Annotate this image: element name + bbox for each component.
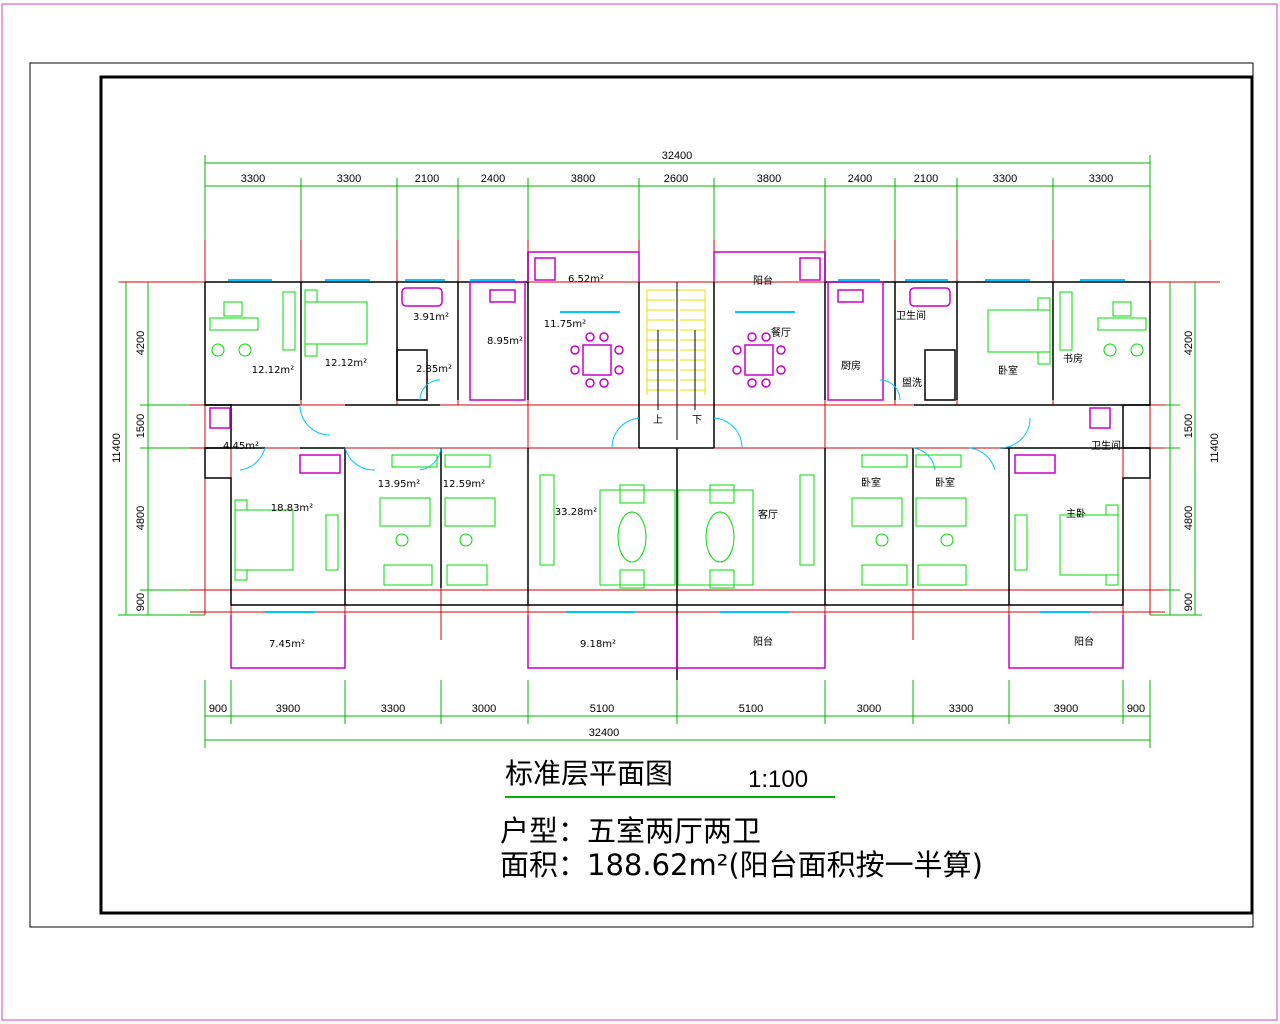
dim-bottom-segment: 3300 [949, 703, 973, 715]
stair-arrows [657, 282, 696, 440]
door-swings [239, 379, 1031, 471]
room-label: 下 [692, 415, 702, 426]
dim-bottom-segment: 3900 [276, 703, 300, 715]
room-label: 12.12m² [325, 358, 367, 369]
dim-bottom-segment: 3300 [381, 703, 405, 715]
dim-right-segment: 4200 [1183, 331, 1195, 355]
windows [228, 279, 1125, 613]
dim-left-segment: 4200 [135, 331, 147, 355]
dimension-lines [125, 162, 1196, 741]
dim-right-total: 11400 [1209, 433, 1221, 463]
room-label: 4.45m² [223, 441, 259, 452]
dim-top-total: 32400 [662, 150, 693, 162]
room-label: 2.85m² [416, 364, 452, 375]
unit-type: 户型：五室两厅两卫 [500, 814, 762, 848]
dim-top-segment: 2400 [848, 173, 872, 185]
sheet-border [1, 3, 1278, 1021]
room-label: 阳台 [753, 635, 773, 648]
dim-left-segment: 900 [135, 593, 147, 611]
room-label: 3.91m² [413, 312, 449, 323]
dim-bottom-segment: 5100 [590, 703, 614, 715]
dim-bottom-segment: 900 [209, 703, 227, 715]
dim-top-segment: 3300 [337, 173, 361, 185]
dim-top-segment: 3800 [571, 173, 595, 185]
room-label: 卫生间 [896, 309, 926, 322]
dim-bottom-segment: 3000 [472, 703, 496, 715]
room-label: 客厅 [758, 508, 778, 521]
room-label: 卫生间 [1091, 439, 1121, 452]
room-label: 盥洗 [902, 377, 922, 389]
room-label: 主卧 [1066, 507, 1086, 520]
dim-bottom-segment: 900 [1127, 703, 1145, 715]
balconies [230, 251, 1124, 669]
dim-bottom-segment: 5100 [739, 703, 763, 715]
room-label: 6.52m² [568, 274, 604, 285]
dim-left-total: 11400 [111, 433, 123, 463]
room-label: 餐厅 [771, 326, 791, 339]
dim-top-segment: 3300 [993, 173, 1017, 185]
room-label: 卧室 [935, 476, 955, 489]
dim-top-segment: 2600 [664, 173, 688, 185]
room-label: 12.12m² [252, 365, 294, 376]
dim-left-segment: 4800 [135, 506, 147, 530]
dimension-ticks-bottom [204, 680, 1151, 748]
room-labels: 12.12m² 12.12m² 3.91m² 2.85m² 8.95m² 6.52m² 11… [223, 274, 1121, 650]
room-label: 18.83m² [271, 503, 313, 514]
dim-top-segment: 2400 [481, 173, 505, 185]
room-label: 12.59m² [443, 479, 485, 490]
drawing-title: 标准层平面图 [505, 757, 674, 790]
room-label: 上 [653, 414, 663, 426]
room-label: 卧室 [998, 364, 1018, 377]
furniture [209, 289, 1147, 589]
dim-top-segment: 2100 [914, 173, 938, 185]
floor-area: 面积：188.62m²(阳台面积按一半算) [500, 848, 983, 882]
dim-right-segment: 4800 [1183, 506, 1195, 530]
room-label: 8.95m² [487, 336, 523, 347]
room-label: 阳台 [753, 274, 773, 287]
room-label: 13.95m² [378, 479, 420, 490]
room-label: 11.75m² [544, 319, 586, 330]
dim-top-segment: 3300 [241, 173, 265, 185]
staircase [646, 289, 706, 395]
drawing-frame [99, 75, 1254, 915]
room-label: 卧室 [861, 476, 881, 489]
room-label: 33.28m² [555, 507, 597, 518]
room-label: 书房 [1063, 352, 1083, 365]
dim-bottom-total: 32400 [589, 727, 620, 739]
dimension-ticks-top [204, 155, 1151, 240]
drawing-scale: 1:100 [748, 766, 809, 793]
dim-bottom-segment: 3000 [857, 703, 881, 715]
dining-tables [209, 287, 1111, 474]
dim-left-segment: 1500 [135, 414, 147, 438]
dim-right-segment: 1500 [1183, 414, 1195, 438]
dimension-texts: 32400 3300 3300 2100 2400 3800 2600 3800 2400 210… [111, 150, 1221, 739]
dim-right-segment: 900 [1183, 593, 1195, 611]
dim-top-segment: 3300 [1089, 173, 1113, 185]
room-label: 9.18m² [580, 639, 616, 650]
dim-bottom-segment: 3900 [1054, 703, 1078, 715]
room-label: 阳台 [1074, 635, 1094, 648]
room-label: 厨房 [841, 359, 861, 372]
dim-top-segment: 2100 [415, 173, 439, 185]
room-label: 7.45m² [269, 639, 305, 650]
dim-top-segment: 3800 [757, 173, 781, 185]
